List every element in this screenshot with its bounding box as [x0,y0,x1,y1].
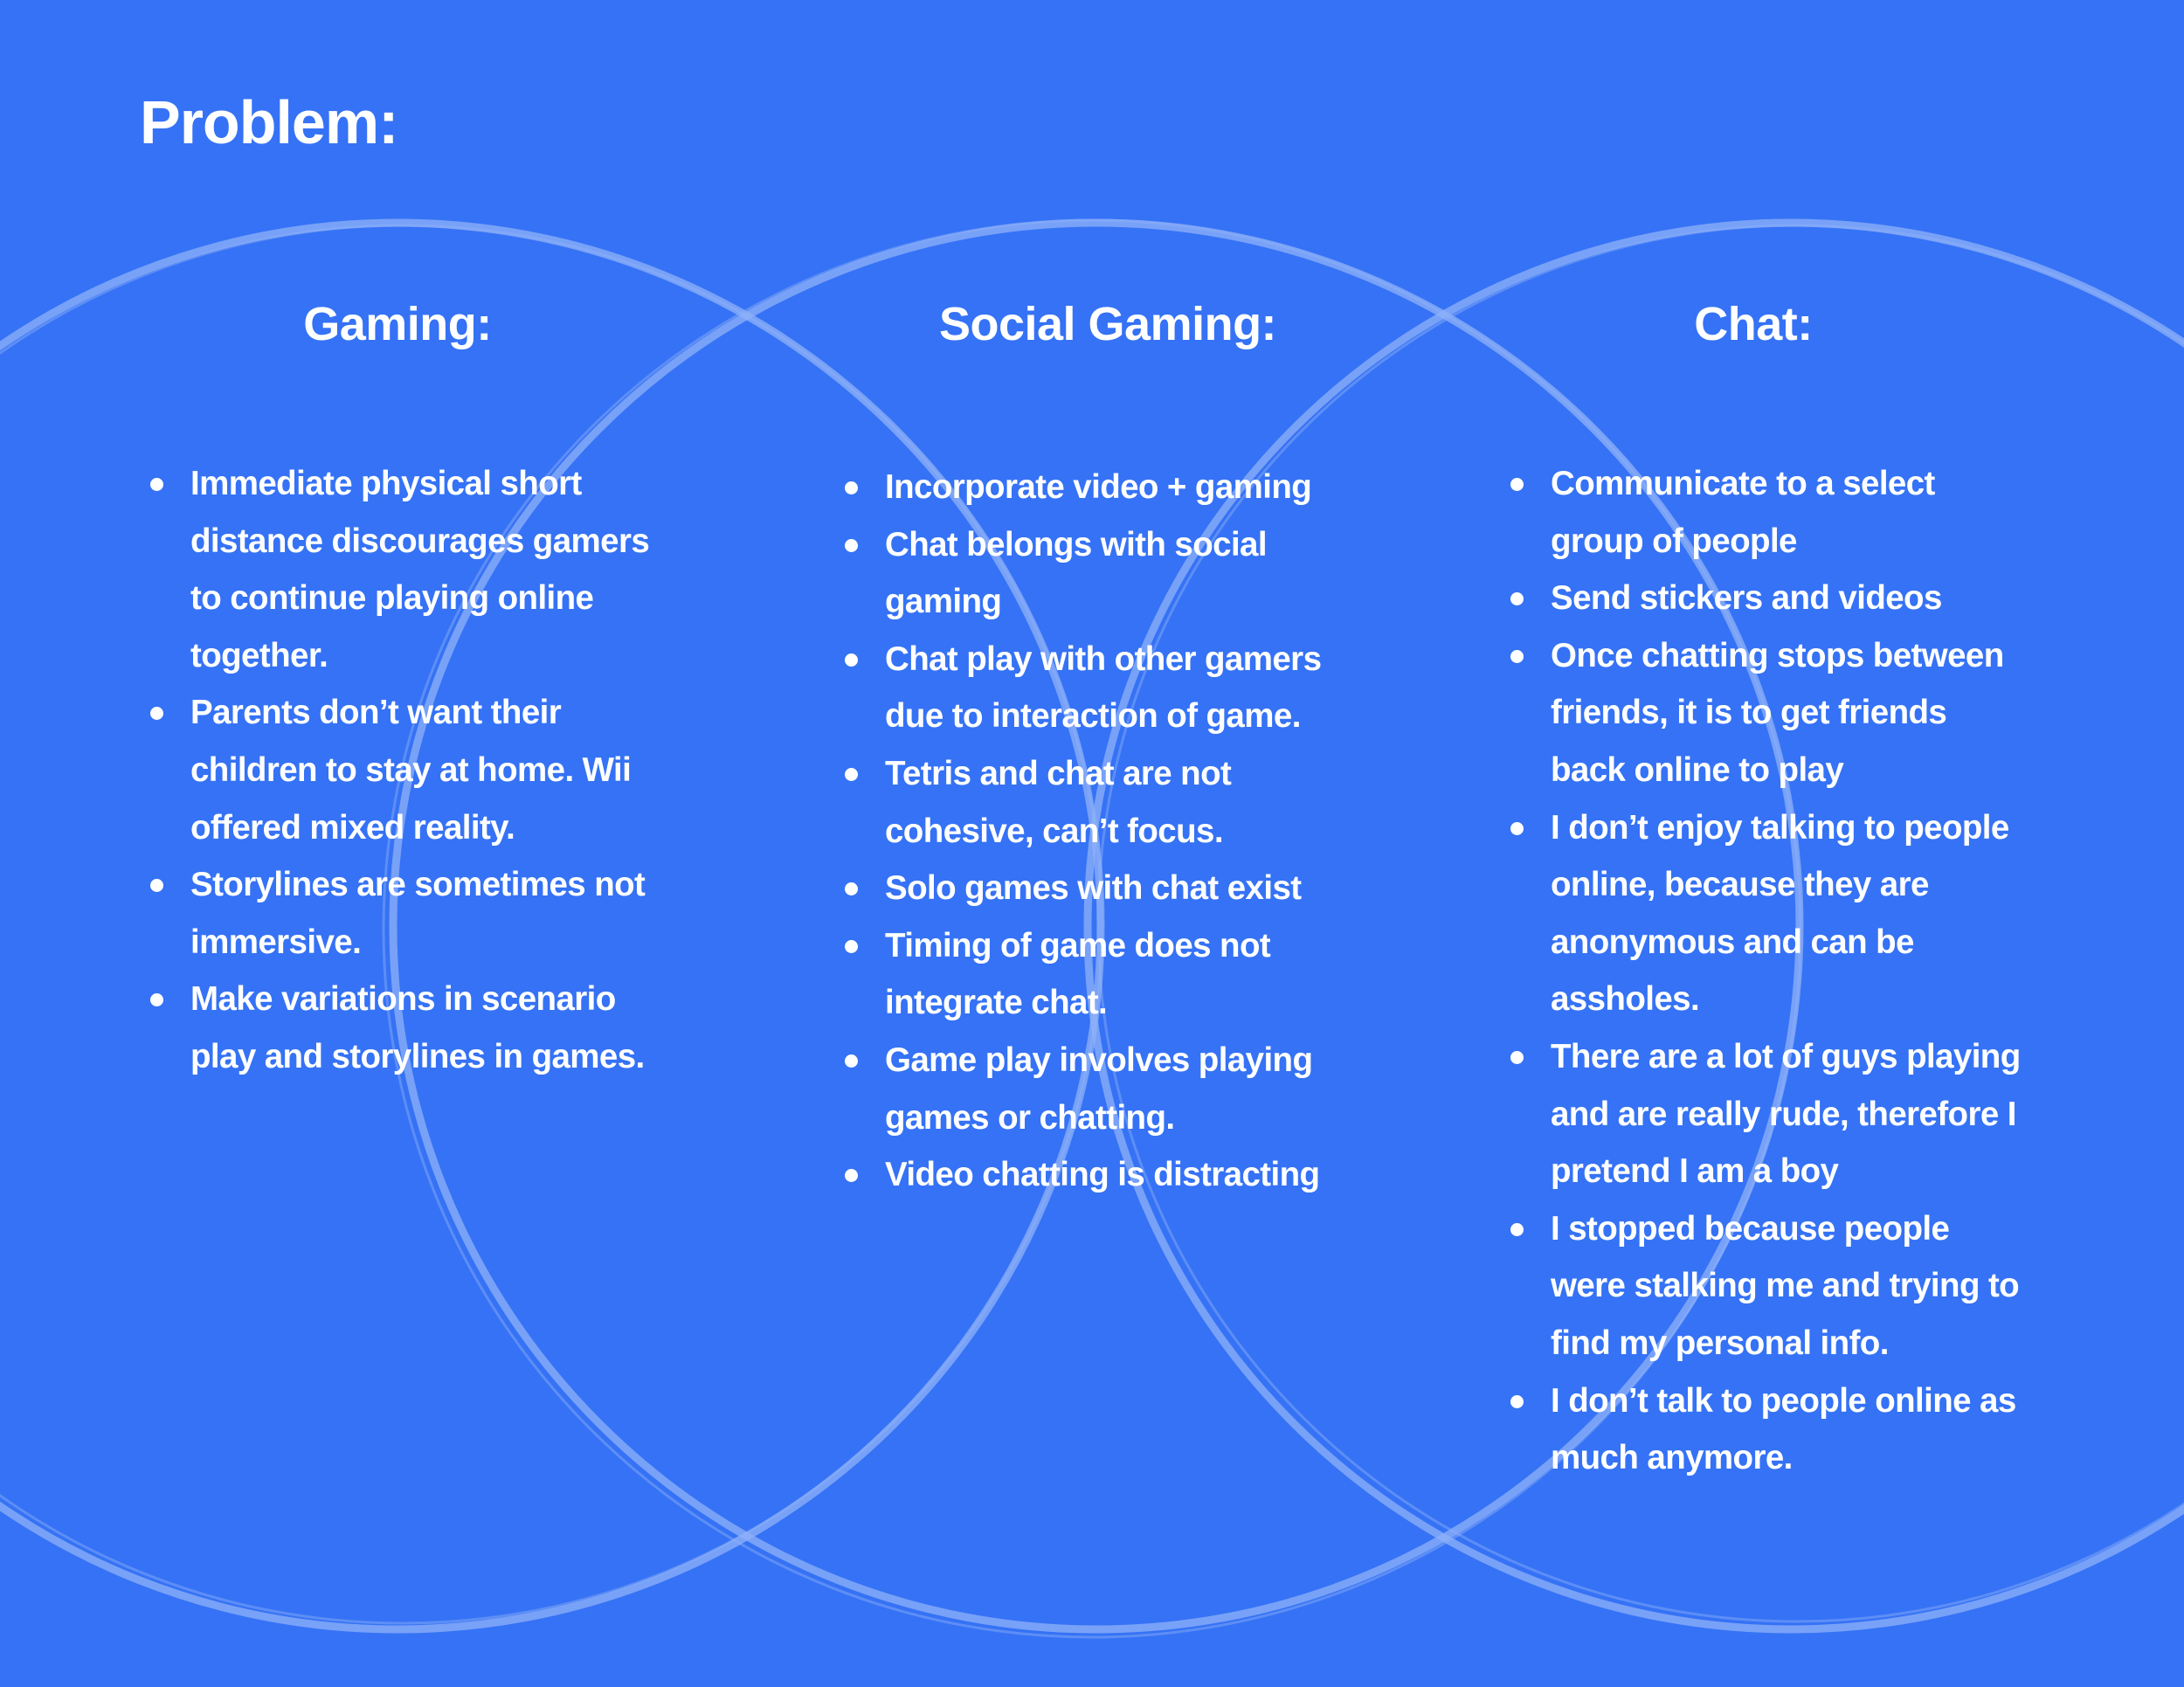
venn-circle-gaming [0,218,1105,1634]
list-item: Video chatting is distracting [836,1146,1360,1204]
list-item: Chat play with other gamers due to inter… [836,631,1360,745]
list-item: Make variations in scenario play and sto… [142,971,666,1085]
chat-heading: Chat: [1694,298,1813,350]
list-item: I stopped because people were stalking m… [1502,1200,2026,1372]
venn-circle-chat [1083,218,2184,1634]
chat-list: Communicate to a select group of people … [1502,455,2026,1487]
list-item: Tetris and chat are not cohesive, can’t … [836,745,1360,860]
list-item: Timing of game does not integrate chat. [836,917,1360,1032]
list-item: Game play involves playing games or chat… [836,1032,1360,1146]
social-gaming-list: Incorporate video + gaming Chat belongs … [836,459,1360,1204]
list-item: Incorporate video + gaming [836,459,1360,516]
list-item: Storylines are sometimes not immersive. [142,856,666,971]
list-item: I don’t enjoy talking to people online, … [1502,799,2026,1028]
venn-circle-chat-texture [1096,224,2184,1623]
list-item: Parents don’t want their children to sta… [142,684,666,856]
venn-circle-gaming-texture [0,224,1103,1625]
venn-circle-social-gaming-texture [382,218,1802,1639]
gaming-list: Immediate physical short distance discou… [142,455,666,1086]
gaming-heading: Gaming: [303,298,492,350]
venn-circle-social-gaming [389,218,1804,1634]
social-gaming-heading: Social Gaming: [938,298,1277,350]
list-item: Once chatting stops between friends, it … [1502,627,2026,799]
list-item: Solo games with chat exist [836,860,1360,917]
list-item: Chat belongs with social gaming [836,516,1360,631]
list-item: There are a lot of guys playing and are … [1502,1028,2026,1200]
list-item: Send stickers and videos [1502,570,2026,627]
list-item: Communicate to a select group of people [1502,455,2026,570]
list-item: I don’t talk to people online as much an… [1502,1372,2026,1487]
list-item: Immediate physical short distance discou… [142,455,666,684]
page-title: Problem: [140,88,398,156]
